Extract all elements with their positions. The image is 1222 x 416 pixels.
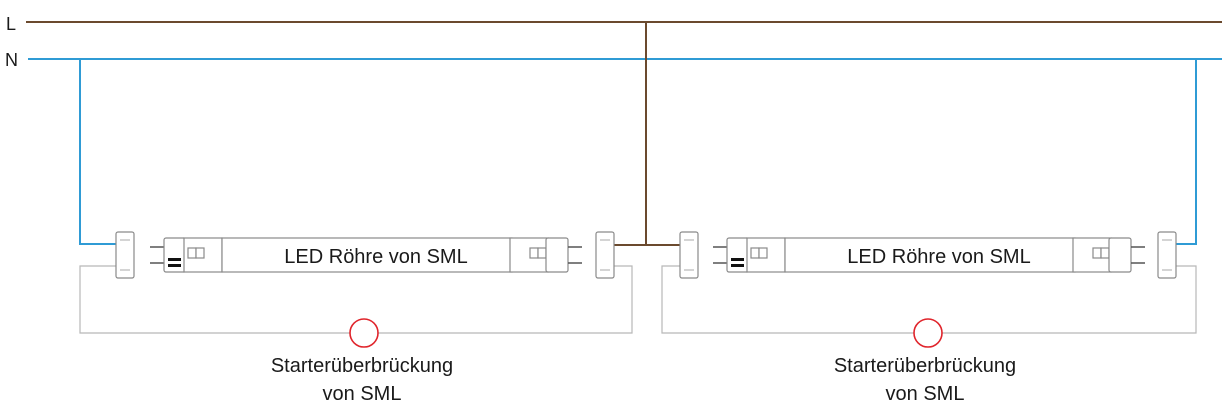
starter-label-line2-2: von SML [886,383,965,405]
bypass-symbol-icon-2 [731,258,744,261]
tube-pins-left-1 [150,246,164,264]
led-tube-body-1 [221,237,513,273]
lamp-holder-right-1 [595,231,615,279]
starter-label-line2-1: von SML [323,383,402,405]
bypass-symbol-icon-1 [168,258,181,261]
starter-label-line1-2: Starterüberbrückung [834,355,1016,377]
line-label-n: N [5,50,18,70]
tube-pins-right-2 [1131,246,1145,264]
line-label-l: L [6,14,16,34]
starter-label-line1-1: Starterüberbrückung [271,355,453,377]
phase-drop-wire [612,22,680,246]
starter-bypass-icon-1 [349,318,379,348]
lamp-1: LED Röhre von SML Starterüberbrückung vo… [79,231,633,405]
lamp-holder-right-2 [1157,231,1177,279]
tube-pins-right-1 [568,246,582,264]
neutral-drop-right-wire [1176,59,1197,245]
tube-end-cap-right-2 [1108,237,1132,273]
tube-pins-left-2 [713,246,727,264]
starter-bypass-icon-2 [913,318,943,348]
lamp-holder-left-2 [679,231,699,279]
tube-label-1: LED Röhre von SML [284,246,467,268]
lamp-holder-left-1 [115,231,135,279]
neutral-drop-left-wire [79,59,118,245]
tube-end-cap-right-1 [545,237,569,273]
tube-label-2: LED Röhre von SML [847,246,1030,268]
lamp-2: LED Röhre von SML Starterüberbrückung vo… [661,231,1197,405]
